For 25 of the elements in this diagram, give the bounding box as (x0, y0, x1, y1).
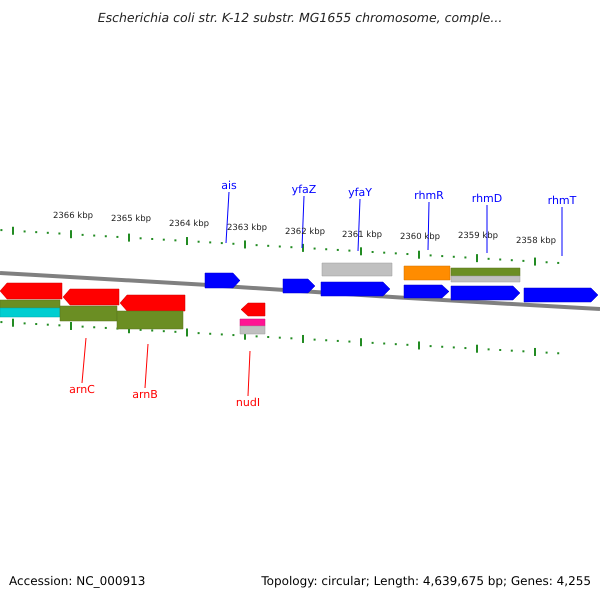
gene-name: yfaY (348, 187, 372, 198)
leader-line (428, 202, 430, 250)
leader-line (248, 350, 250, 396)
gene-name: yfaZ (292, 184, 316, 195)
scale-label: 2364 kbp (168, 220, 210, 228)
accession-text: Accession: NC_000913 (9, 575, 146, 587)
leader-line (82, 338, 86, 384)
gene-name: arnB (132, 389, 158, 400)
scale-label: 2365 kbp (110, 215, 152, 224)
chart-title: Escherichia coli str. K-12 substr. MG1655 chromosome, comple... (96, 12, 504, 24)
gene-name: nudI (236, 397, 260, 408)
scale-label: 2358 kbp (516, 237, 556, 246)
leader-line (486, 204, 488, 254)
leader-line (302, 196, 304, 248)
leader-line (226, 192, 230, 244)
gene-name: rhmR (414, 190, 444, 201)
gene-name: rhmD (472, 193, 502, 204)
leader-line (358, 198, 360, 252)
gene-name: rhmT (548, 195, 576, 206)
gene-name: ais (221, 180, 237, 191)
scale-label: 2363 kbp (226, 224, 268, 232)
genome-info-text: Topology: circular; Length: 4,639,675 bp; Genes: 4,255 (261, 575, 591, 587)
scale-label: 2366 kbp (52, 212, 94, 220)
leader-line (144, 344, 148, 388)
gene-name: arnC (69, 384, 95, 395)
